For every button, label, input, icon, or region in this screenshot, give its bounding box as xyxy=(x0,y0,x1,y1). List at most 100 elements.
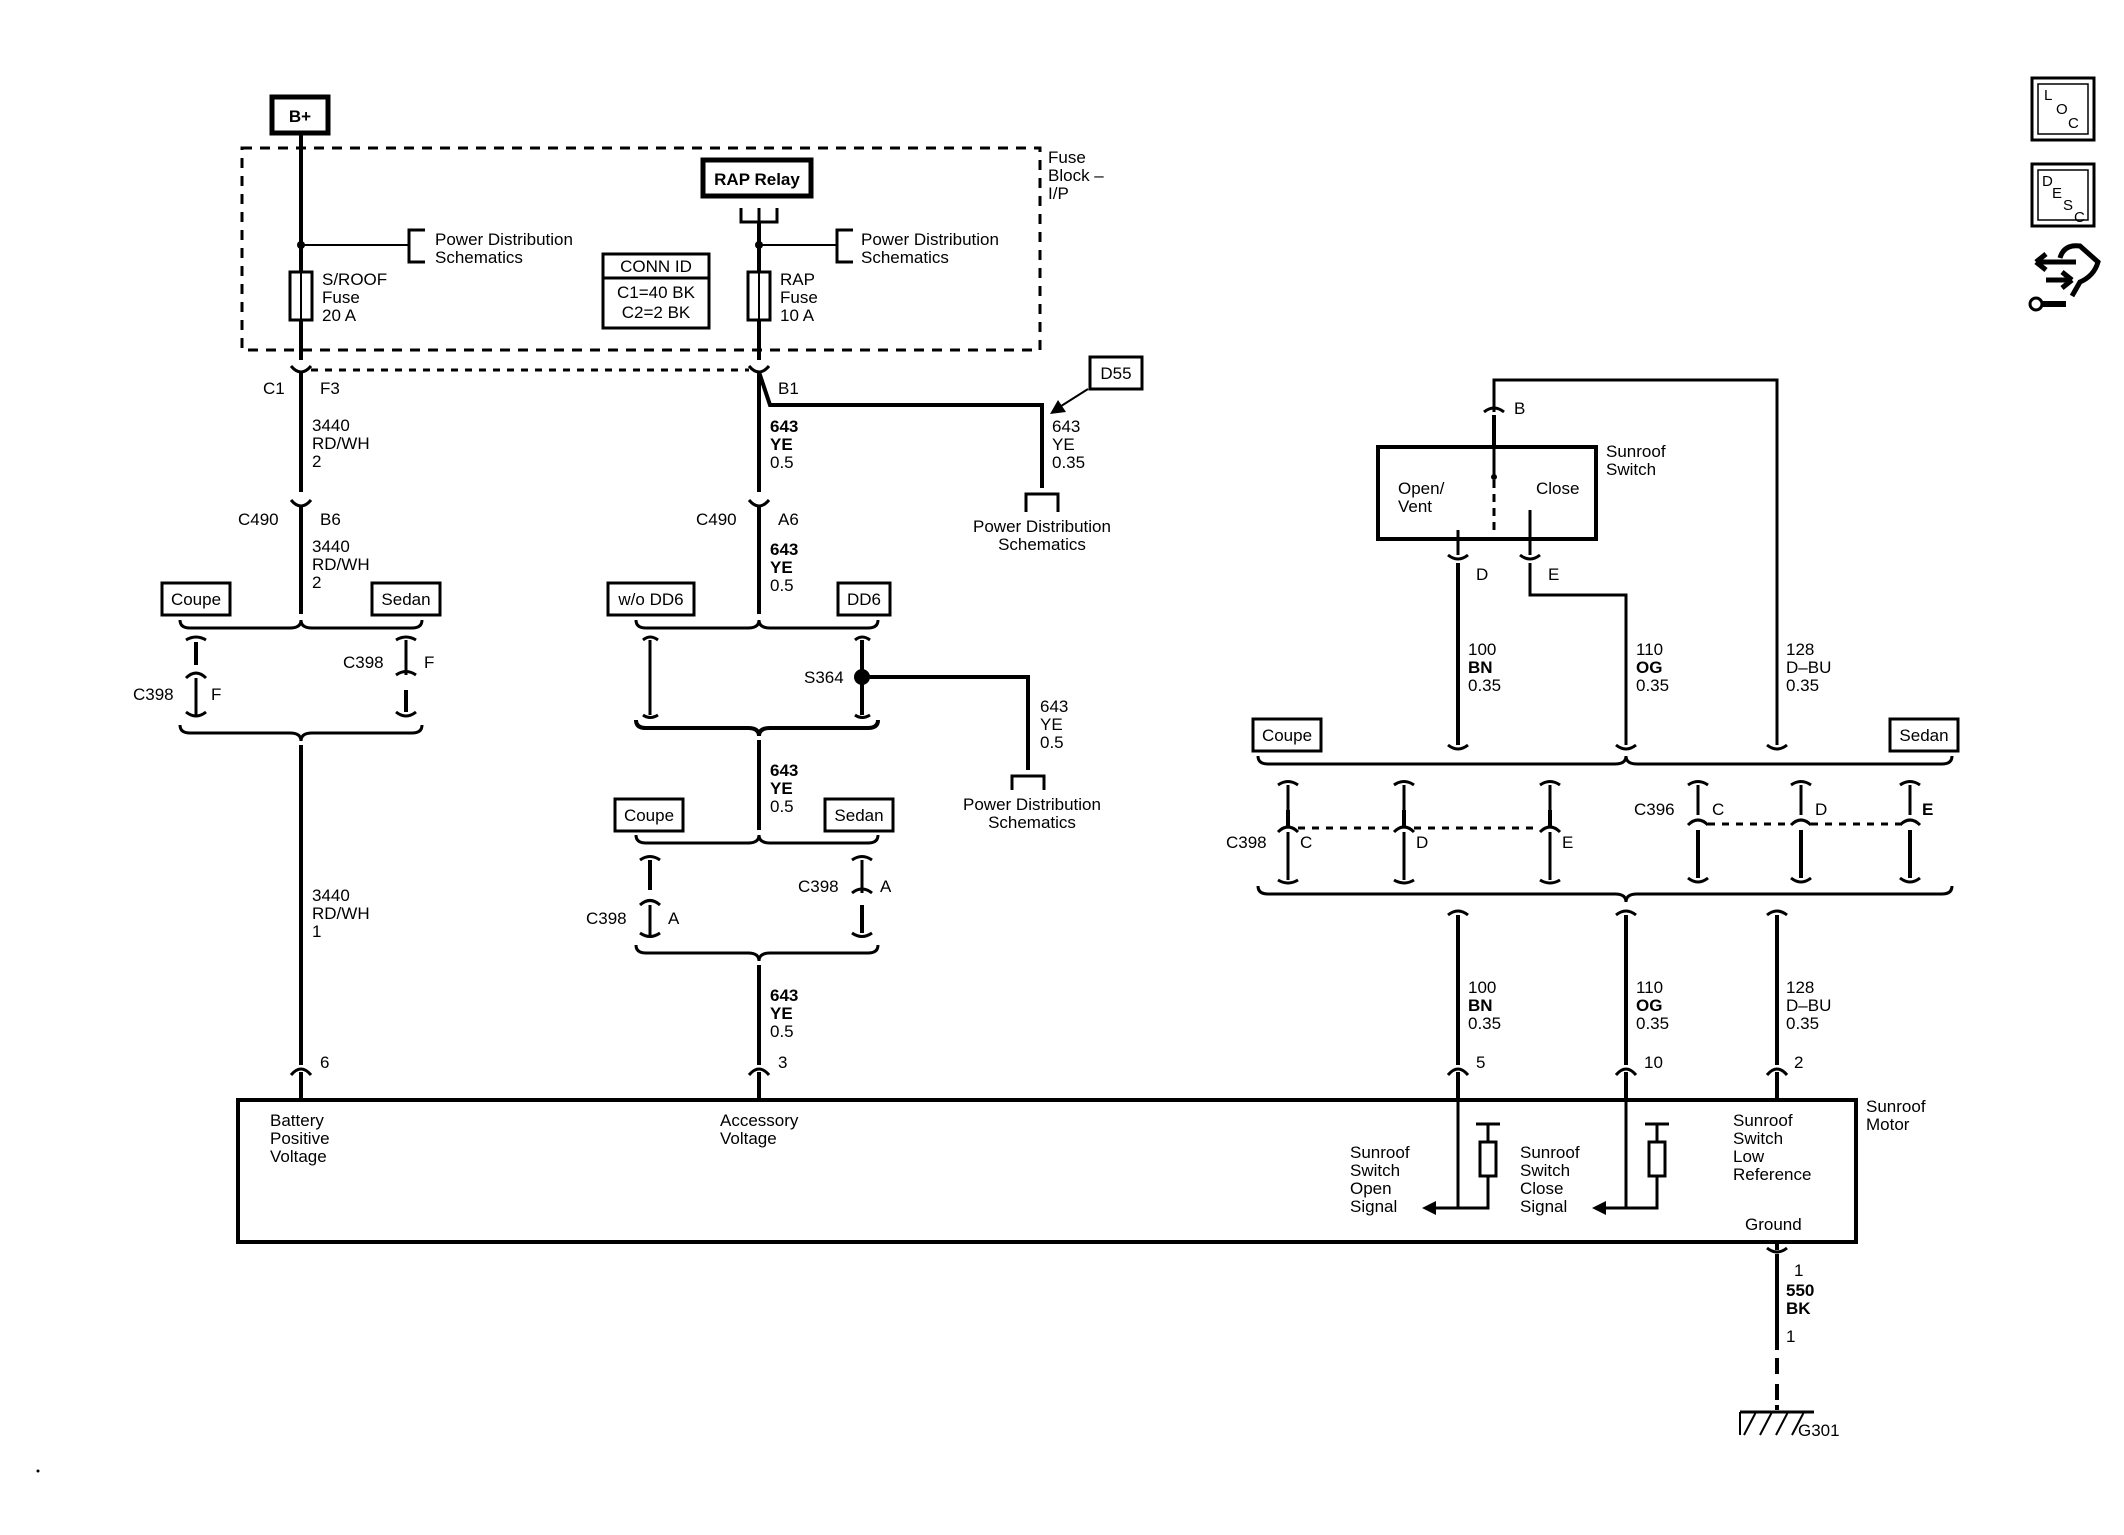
sroof-fuse-label: S/ROOF Fuse 20 A xyxy=(322,270,387,325)
svg-text:643: 643 xyxy=(770,540,798,559)
svg-text:20 A: 20 A xyxy=(322,306,357,325)
svg-text:643: 643 xyxy=(770,761,798,780)
svg-text:0.5: 0.5 xyxy=(770,797,794,816)
svg-text:Voltage: Voltage xyxy=(270,1147,327,1166)
svg-text:Power Distribution: Power Distribution xyxy=(963,795,1101,814)
svg-text:643: 643 xyxy=(770,417,798,436)
open-signal-circuit xyxy=(1422,1100,1500,1215)
svg-text:100: 100 xyxy=(1468,640,1496,659)
svg-text:F: F xyxy=(211,685,221,704)
svg-text:D–BU: D–BU xyxy=(1786,996,1831,1015)
svg-text:3440: 3440 xyxy=(312,886,350,905)
svg-text:Reference: Reference xyxy=(1733,1165,1811,1184)
svg-text:0.35: 0.35 xyxy=(1468,676,1501,695)
option-sedan: Sedan xyxy=(370,581,442,617)
svg-text:S: S xyxy=(2063,197,2073,214)
svg-text:YE: YE xyxy=(770,435,793,454)
fuse-block-label: Fuse Block – I/P xyxy=(1048,148,1104,203)
svg-text:128: 128 xyxy=(1786,978,1814,997)
svg-text:1: 1 xyxy=(312,922,321,941)
rap-fuse-label: RAP Fuse 10 A xyxy=(780,270,818,325)
svg-text:643: 643 xyxy=(1052,417,1080,436)
svg-text:Schematics: Schematics xyxy=(988,813,1076,832)
wire-3440-label: 3440 RD/WH 2 xyxy=(312,537,370,592)
svg-text:DD6: DD6 xyxy=(847,590,881,609)
svg-text:D: D xyxy=(1815,800,1827,819)
svg-text:D: D xyxy=(1416,833,1428,852)
svg-text:F: F xyxy=(424,653,434,672)
svg-text:B: B xyxy=(1514,399,1525,418)
svg-text:0.35: 0.35 xyxy=(1636,676,1669,695)
wire-100-label: 100 BN 0.35 xyxy=(1468,640,1501,695)
svg-text:E: E xyxy=(2052,185,2062,202)
wire-3440-label: 3440 RD/WH 2 xyxy=(312,416,370,471)
svg-text:110: 110 xyxy=(1636,640,1663,659)
svg-text:L: L xyxy=(2044,87,2052,104)
svg-text:Schematics: Schematics xyxy=(998,535,1086,554)
svg-text:Coupe: Coupe xyxy=(1262,726,1312,745)
svg-text:Signal: Signal xyxy=(1520,1197,1567,1216)
svg-text:C396: C396 xyxy=(1634,800,1675,819)
svg-text:YE: YE xyxy=(1040,715,1063,734)
svg-text:0.35: 0.35 xyxy=(1786,676,1819,695)
c398-coupe-group xyxy=(1276,780,1562,885)
svg-text:I/P: I/P xyxy=(1048,184,1069,203)
close-signal-label: Sunroof Switch Close Signal xyxy=(1520,1143,1580,1216)
svg-text:Fuse: Fuse xyxy=(780,288,818,307)
svg-text:RD/WH: RD/WH xyxy=(312,904,370,923)
svg-text:B6: B6 xyxy=(320,510,341,529)
option-coupe: Coupe xyxy=(613,797,685,833)
low-reference-label: Sunroof Switch Low Reference xyxy=(1733,1111,1811,1184)
option-sedan: Sedan xyxy=(1888,717,1960,753)
svg-text:Sunroof: Sunroof xyxy=(1520,1143,1580,1162)
svg-text:Fuse: Fuse xyxy=(322,288,360,307)
location-view-icon[interactable]: L O C xyxy=(2030,76,2096,142)
wire-3440-label: 3440 RD/WH 1 xyxy=(312,886,370,941)
svg-text:Sedan: Sedan xyxy=(1899,726,1948,745)
svg-text:RD/WH: RD/WH xyxy=(312,434,370,453)
svg-text:D: D xyxy=(1476,565,1488,584)
svg-text:6: 6 xyxy=(320,1053,329,1072)
fuse-block-outline xyxy=(240,146,1042,352)
svg-text:F3: F3 xyxy=(320,379,340,398)
power-distribution-ref: Power Distribution Schematics xyxy=(963,795,1101,832)
svg-text:0.5: 0.5 xyxy=(770,1022,794,1041)
conn-id-box: CONN ID C1=40 BK C2=2 BK xyxy=(601,252,711,330)
svg-text:C490: C490 xyxy=(696,510,737,529)
accessory-voltage-label: Accessory Voltage xyxy=(720,1111,799,1148)
svg-text:Sunroof: Sunroof xyxy=(1350,1143,1410,1162)
svg-text:YE: YE xyxy=(770,1004,793,1023)
svg-text:BN: BN xyxy=(1468,996,1493,1015)
svg-text:0.35: 0.35 xyxy=(1052,453,1085,472)
svg-text:C398: C398 xyxy=(798,877,839,896)
svg-text:BN: BN xyxy=(1468,658,1493,677)
svg-text:0.35: 0.35 xyxy=(1636,1014,1669,1033)
svg-text:C398: C398 xyxy=(586,909,627,928)
svg-text:S/ROOF: S/ROOF xyxy=(322,270,387,289)
option-wo-dd6: w/o DD6 xyxy=(606,581,696,617)
svg-text:B+: B+ xyxy=(289,107,311,126)
description-view-icon[interactable]: D E S C xyxy=(2030,162,2096,228)
service-procedure-icon[interactable] xyxy=(2028,243,2101,312)
option-coupe: Coupe xyxy=(1251,717,1323,753)
svg-text:Sunroof: Sunroof xyxy=(1866,1097,1926,1116)
svg-text:Switch: Switch xyxy=(1606,460,1656,479)
svg-text:A: A xyxy=(668,909,680,928)
svg-text:Sunroof: Sunroof xyxy=(1606,442,1666,461)
svg-text:C398: C398 xyxy=(1226,833,1267,852)
wire-110-label: 110 OG 0.35 xyxy=(1636,640,1669,695)
svg-text:O: O xyxy=(2056,101,2068,118)
svg-text:Close: Close xyxy=(1536,479,1579,498)
svg-text:0.35: 0.35 xyxy=(1468,1014,1501,1033)
svg-text:0.5: 0.5 xyxy=(1040,733,1064,752)
svg-text:10: 10 xyxy=(1644,1053,1663,1072)
svg-text:Motor: Motor xyxy=(1866,1115,1910,1134)
svg-text:C: C xyxy=(1300,833,1312,852)
close-signal-circuit xyxy=(1592,1100,1669,1215)
svg-text:w/o DD6: w/o DD6 xyxy=(617,590,683,609)
svg-text:YE: YE xyxy=(770,779,793,798)
svg-text:A: A xyxy=(880,877,892,896)
svg-text:Open: Open xyxy=(1350,1179,1392,1198)
svg-text:Switch: Switch xyxy=(1350,1161,1400,1180)
ground-symbol xyxy=(1739,1405,1814,1436)
